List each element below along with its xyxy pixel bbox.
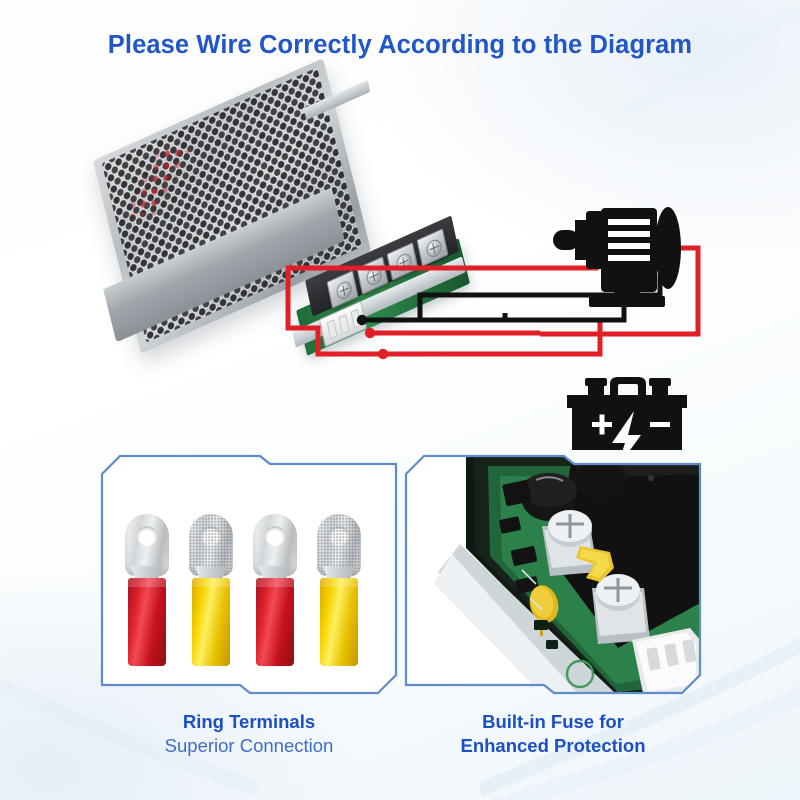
background-swoosh-right <box>480 637 800 800</box>
ring-terminals-panel <box>100 452 398 697</box>
panel-border <box>404 454 702 695</box>
ring-lug <box>253 514 297 576</box>
wire-routing <box>285 207 701 450</box>
ring-terminal-2 <box>189 514 233 666</box>
built-in-fuse-panel <box>404 452 702 697</box>
page-title: Please Wire Correctly According to the D… <box>107 31 693 59</box>
ring-lug <box>317 514 361 576</box>
ring-lug <box>189 514 233 576</box>
battery-positive-wire <box>380 320 603 357</box>
ring-terminals-caption: Ring Terminals Superior Connection <box>100 710 398 757</box>
ring-terminals-art <box>103 455 395 694</box>
connection-dot-terminal-2 <box>364 327 376 339</box>
ring-terminal-3 <box>253 514 297 666</box>
ring-lug <box>125 514 169 576</box>
ring-terminal-1 <box>125 514 169 666</box>
ring-terminal-4 <box>317 514 361 666</box>
caption-subtitle: Enhanced Protection <box>460 734 646 756</box>
battery-negative-wire <box>362 274 663 323</box>
caption-title: Built-in Fuse for <box>482 711 624 732</box>
ring-boot <box>192 578 230 666</box>
built-in-fuse-caption: Built-in Fuse for Enhanced Protection <box>404 710 702 757</box>
ring-boot <box>320 578 358 666</box>
connection-dot-terminal-3 <box>377 348 389 360</box>
battery-icon <box>567 377 687 450</box>
connection-dot-terminal-1 <box>356 314 368 326</box>
feature-panels: Ring Terminals Superior Connection Built… <box>0 452 800 800</box>
motor-icon <box>505 207 701 337</box>
caption-subtitle: Superior Connection <box>164 734 334 756</box>
wiring-diagram <box>0 58 800 450</box>
background-swoosh-left <box>0 676 260 798</box>
fuse-macro-photo <box>406 456 700 693</box>
ring-boot <box>128 578 166 666</box>
caption-title: Ring Terminals <box>182 711 316 732</box>
ring-boot <box>256 578 294 666</box>
background-swoosh-top <box>610 2 800 128</box>
